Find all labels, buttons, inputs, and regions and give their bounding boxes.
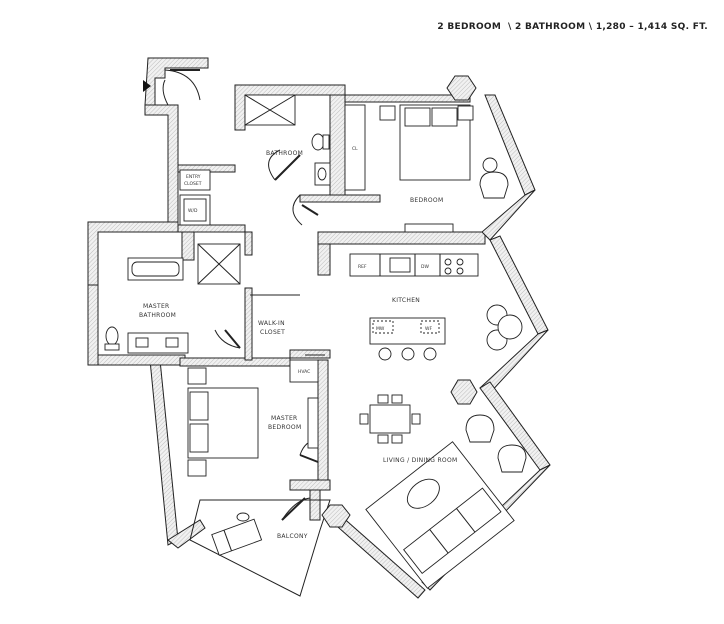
room-label-walkin-line1: WALK-IN (258, 320, 285, 327)
columns (321, 75, 478, 528)
room-label-living-dining: LIVING / DINING ROOM (383, 457, 457, 464)
appliance-label-dw: DW (421, 264, 429, 270)
room-label-kitchen: KITCHEN (392, 297, 420, 304)
room-label-wd: W/D (188, 208, 198, 214)
appliance-label-wf: WF (425, 326, 432, 332)
balcony-outline (189, 499, 331, 597)
room-label-master-bathroom-line2: BATHROOM (139, 312, 176, 319)
room-label-master-bedroom-line1: MASTER (271, 415, 298, 422)
room-label-bathroom: BATHROOM (266, 150, 303, 157)
room-label-master-bathroom-line1: MASTER (143, 303, 170, 310)
walls (87, 57, 551, 599)
room-label-bedroom: BEDROOM (410, 197, 443, 204)
room-label-entry-closet-line2: CLOSET (184, 181, 202, 187)
appliance-label-mw: MW (376, 326, 385, 332)
room-label-walkin-line2: CLOSET (260, 329, 285, 336)
fixtures (104, 94, 527, 589)
room-label-entry-closet-line1: ENTRY (186, 174, 201, 180)
room-label-closet: CL (352, 146, 358, 152)
room-labels: BATHROOM CL BEDROOM ENTRY CLOSET W/D KIT… (139, 146, 457, 540)
appliance-label-ref: REF (358, 264, 367, 270)
unit-summary-heading: 2 BEDROOM \ 2 BATHROOM \ 1,280 – 1,414 S… (437, 22, 708, 32)
room-label-master-bedroom-line2: BEDROOM (268, 424, 301, 431)
entry-arrow-icon (143, 80, 151, 92)
room-label-balcony: BALCONY (277, 533, 308, 540)
room-label-hvac: HVAC (298, 369, 310, 375)
